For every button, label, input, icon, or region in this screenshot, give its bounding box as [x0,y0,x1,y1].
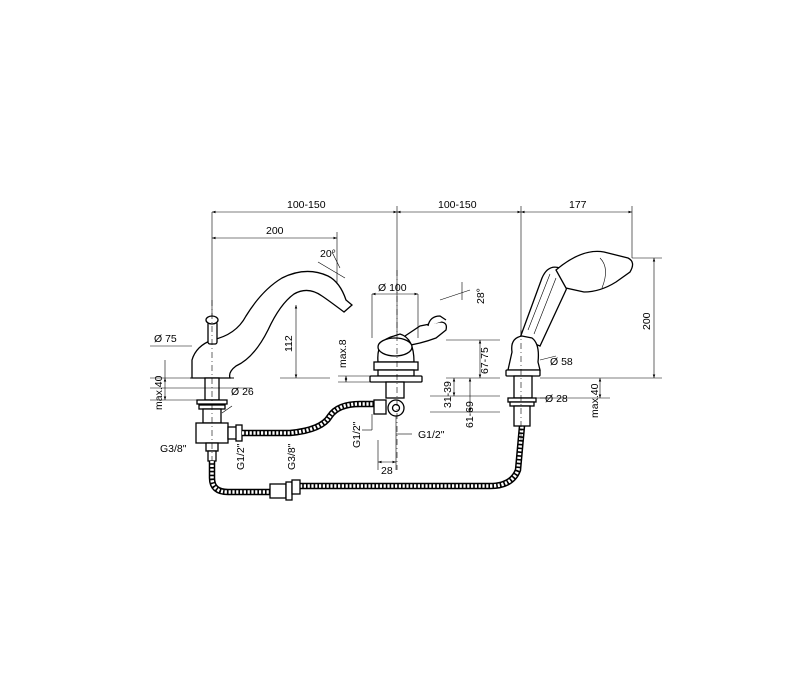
dim-hose-thread: G3/8" [286,443,298,470]
dim-handshower-diameter: Ø 58 [550,356,573,368]
dim-mixer-max: max.8 [337,339,349,368]
handshower [505,250,634,440]
hoses [208,400,526,501]
dim-mixer-height-3: 61-69 [464,401,476,428]
spout [190,270,354,470]
dim-spout-deck-max: max.40 [153,375,165,410]
dim-handshower-offset: 177 [569,199,587,211]
dim-spout-shank-diameter: Ø 26 [231,386,254,398]
dim-mixer-height-1: 67-75 [479,347,491,374]
dim-mixer-offset: 28 [381,465,393,477]
dim-spout-inlet-thread: G3/8" [160,443,187,455]
dim-handshower-deck-max: max.40 [589,383,601,418]
dim-spout-angle: 20° [320,248,336,260]
dim-handshower-height: 200 [641,312,653,330]
dim-handshower-shank-diameter: Ø 28 [545,393,568,405]
dim-mixer-diameter: Ø 100 [378,282,407,294]
mixer-dimension-lines [338,282,500,470]
spout-dimension-lines [150,251,346,414]
dim-spout-side-thread: G1/2" [235,443,247,470]
top-dimensions [211,206,633,370]
dim-mixer-angle: 28° [475,288,487,304]
dim-mixer-bottom-thread: G1/2" [418,429,445,441]
dim-mixer-side-thread: G1/2" [351,421,363,448]
dim-mixer-height-2: 31-39 [442,381,454,408]
dim-spout-base-diameter: Ø 75 [154,333,177,345]
dim-spout-spacing: 100-150 [287,199,326,211]
mixer [369,270,448,470]
dim-spout-height: 112 [283,335,295,352]
handshower-dimension-lines [536,257,662,399]
dim-spout-reach: 200 [266,225,284,237]
dim-shower-spacing: 100-150 [438,199,477,211]
